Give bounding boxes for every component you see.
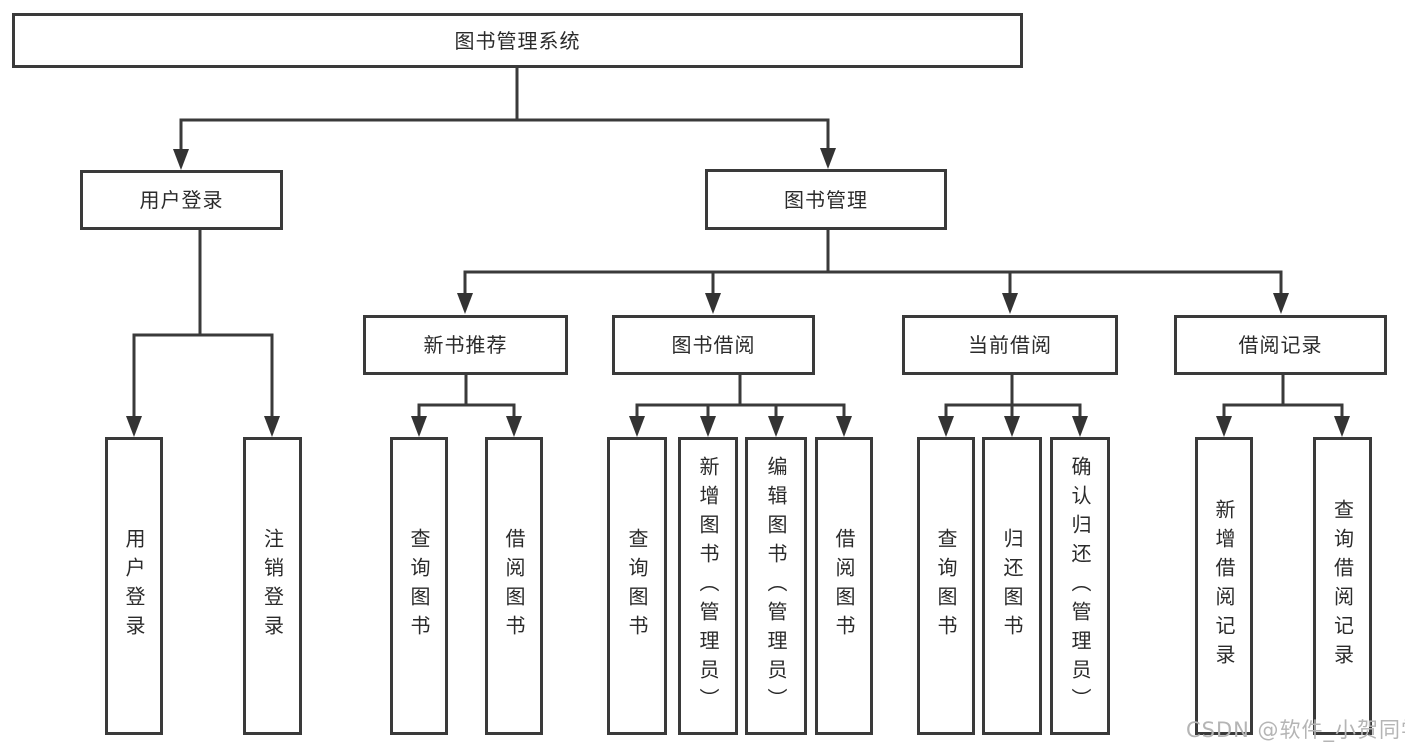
leaf-newbook-borrow-label: 借阅图书: [502, 528, 526, 644]
node-borrow-record-label: 借阅记录: [1238, 333, 1323, 357]
node-root: 图书管理系统: [12, 13, 1023, 68]
csdn-watermark: CSDN @软件_小贺同学: [1186, 718, 1405, 742]
leaf-current-return-label: 归还图书: [1000, 528, 1024, 644]
leaf-borrow-add-admin: 新增图书（管理员）: [678, 437, 738, 735]
leaf-borrow-edit-admin-label: 编辑图书（管理员）: [764, 455, 788, 717]
leaf-logout: 注销登录: [243, 437, 302, 735]
connector-current-borrow-branch: [944, 375, 1082, 418]
connector-book-mgmt-branch: [463, 230, 1283, 295]
connector-book-borrow-branch: [635, 375, 846, 418]
leaf-record-add: 新增借阅记录: [1195, 437, 1253, 735]
leaf-record-query: 查询借阅记录: [1313, 437, 1372, 735]
leaf-borrow-edit-admin: 编辑图书（管理员）: [745, 437, 807, 735]
leaf-logout-label: 注销登录: [260, 528, 285, 644]
node-book-mgmt-label: 图书管理: [784, 187, 868, 212]
node-book-borrow-label: 图书借阅: [671, 333, 756, 357]
node-book-mgmt: 图书管理: [705, 169, 947, 230]
leaf-newbook-borrow: 借阅图书: [485, 437, 543, 735]
node-user-login: 用户登录: [80, 170, 283, 230]
node-root-label: 图书管理系统: [454, 28, 581, 53]
node-current-borrow-label: 当前借阅: [968, 333, 1052, 357]
leaf-borrow-query-label: 查询图书: [625, 528, 649, 644]
node-new-book-rec: 新书推荐: [363, 315, 568, 375]
leaf-current-confirm-admin: 确认归还（管理员）: [1050, 437, 1110, 735]
leaf-borrow-book-label: 借阅图书: [832, 528, 856, 644]
node-new-book-rec-label: 新书推荐: [423, 333, 508, 357]
leaf-record-add-label: 新增借阅记录: [1212, 499, 1236, 673]
leaf-borrow-book: 借阅图书: [815, 437, 873, 735]
node-borrow-record: 借阅记录: [1174, 315, 1387, 375]
node-current-borrow: 当前借阅: [902, 315, 1118, 375]
node-book-borrow: 图书借阅: [612, 315, 815, 375]
connector-borrow-record-branch: [1222, 375, 1344, 418]
leaf-user-login: 用户登录: [105, 437, 163, 735]
arrowheads: [126, 148, 1350, 437]
node-user-login-label: 用户登录: [139, 188, 224, 212]
connector-root-to-level2: [179, 68, 830, 151]
leaf-user-login-label: 用户登录: [122, 528, 146, 644]
leaf-newbook-query: 查询图书: [390, 437, 448, 735]
leaf-borrow-query: 查询图书: [607, 437, 667, 735]
leaf-newbook-query-label: 查询图书: [407, 528, 431, 644]
connector-user-login-branch: [132, 230, 274, 418]
leaf-current-query: 查询图书: [917, 437, 975, 735]
leaf-borrow-add-admin-label: 新增图书（管理员）: [696, 455, 720, 717]
leaf-record-query-label: 查询借阅记录: [1330, 499, 1355, 673]
leaf-current-query-label: 查询图书: [934, 528, 958, 644]
leaf-current-confirm-admin-label: 确认归还（管理员）: [1068, 455, 1092, 717]
connector-new-book-branch: [417, 375, 516, 418]
leaf-current-return: 归还图书: [982, 437, 1042, 735]
